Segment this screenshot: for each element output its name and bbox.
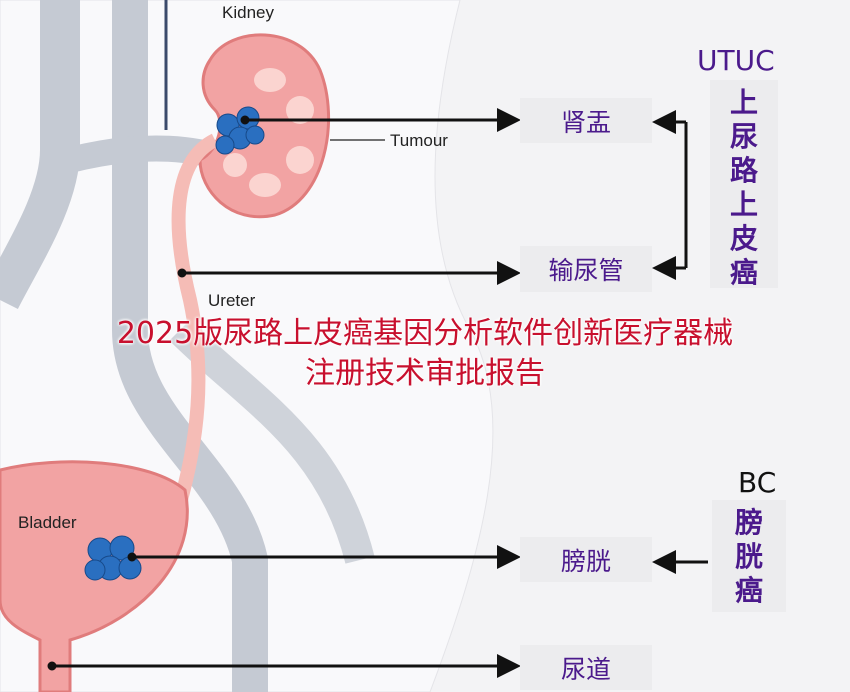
arrows <box>47 108 708 678</box>
bladder-label: Bladder <box>18 513 77 532</box>
bc-abbreviation: BC <box>738 466 777 499</box>
kidney-label: Kidney <box>222 3 274 22</box>
bladder-box: 膀胱 <box>520 537 652 582</box>
title-line-1: 2025版尿路上皮癌基因分析软件创新医疗器械 <box>116 316 734 351</box>
utuc-char: 路 <box>729 154 758 187</box>
urethra-box: 尿道 <box>520 645 652 690</box>
bc-char: 胱 <box>734 540 763 573</box>
tumour-label: Tumour <box>390 131 448 150</box>
renal-pelvis-box: 肾盂 <box>520 98 652 143</box>
bc-char: 膀 <box>734 506 763 539</box>
utuc-char: 癌 <box>729 256 758 289</box>
utuc-abbreviation: UTUC <box>697 44 775 77</box>
vessel <box>169 319 375 564</box>
vessel <box>0 0 80 310</box>
utuc-char: 上 <box>729 86 758 119</box>
utuc-full-name: 上 尿 路 上 皮 癌 <box>710 80 778 289</box>
ureter-label: Ureter <box>208 291 256 310</box>
utuc-char: 尿 <box>729 120 758 153</box>
title-line-2: 注册技术审批报告 <box>305 356 545 391</box>
ureter <box>168 133 219 523</box>
utuc-char: 上 <box>729 188 758 221</box>
kidney-calyces <box>223 68 314 197</box>
bc-full-name: 膀 胱 癌 <box>712 500 786 612</box>
ureter-box: 输尿管 <box>520 246 652 292</box>
utuc-char: 皮 <box>729 222 758 255</box>
vessel <box>112 0 268 692</box>
bc-char: 癌 <box>734 574 763 607</box>
bladder-tumour <box>84 535 142 581</box>
